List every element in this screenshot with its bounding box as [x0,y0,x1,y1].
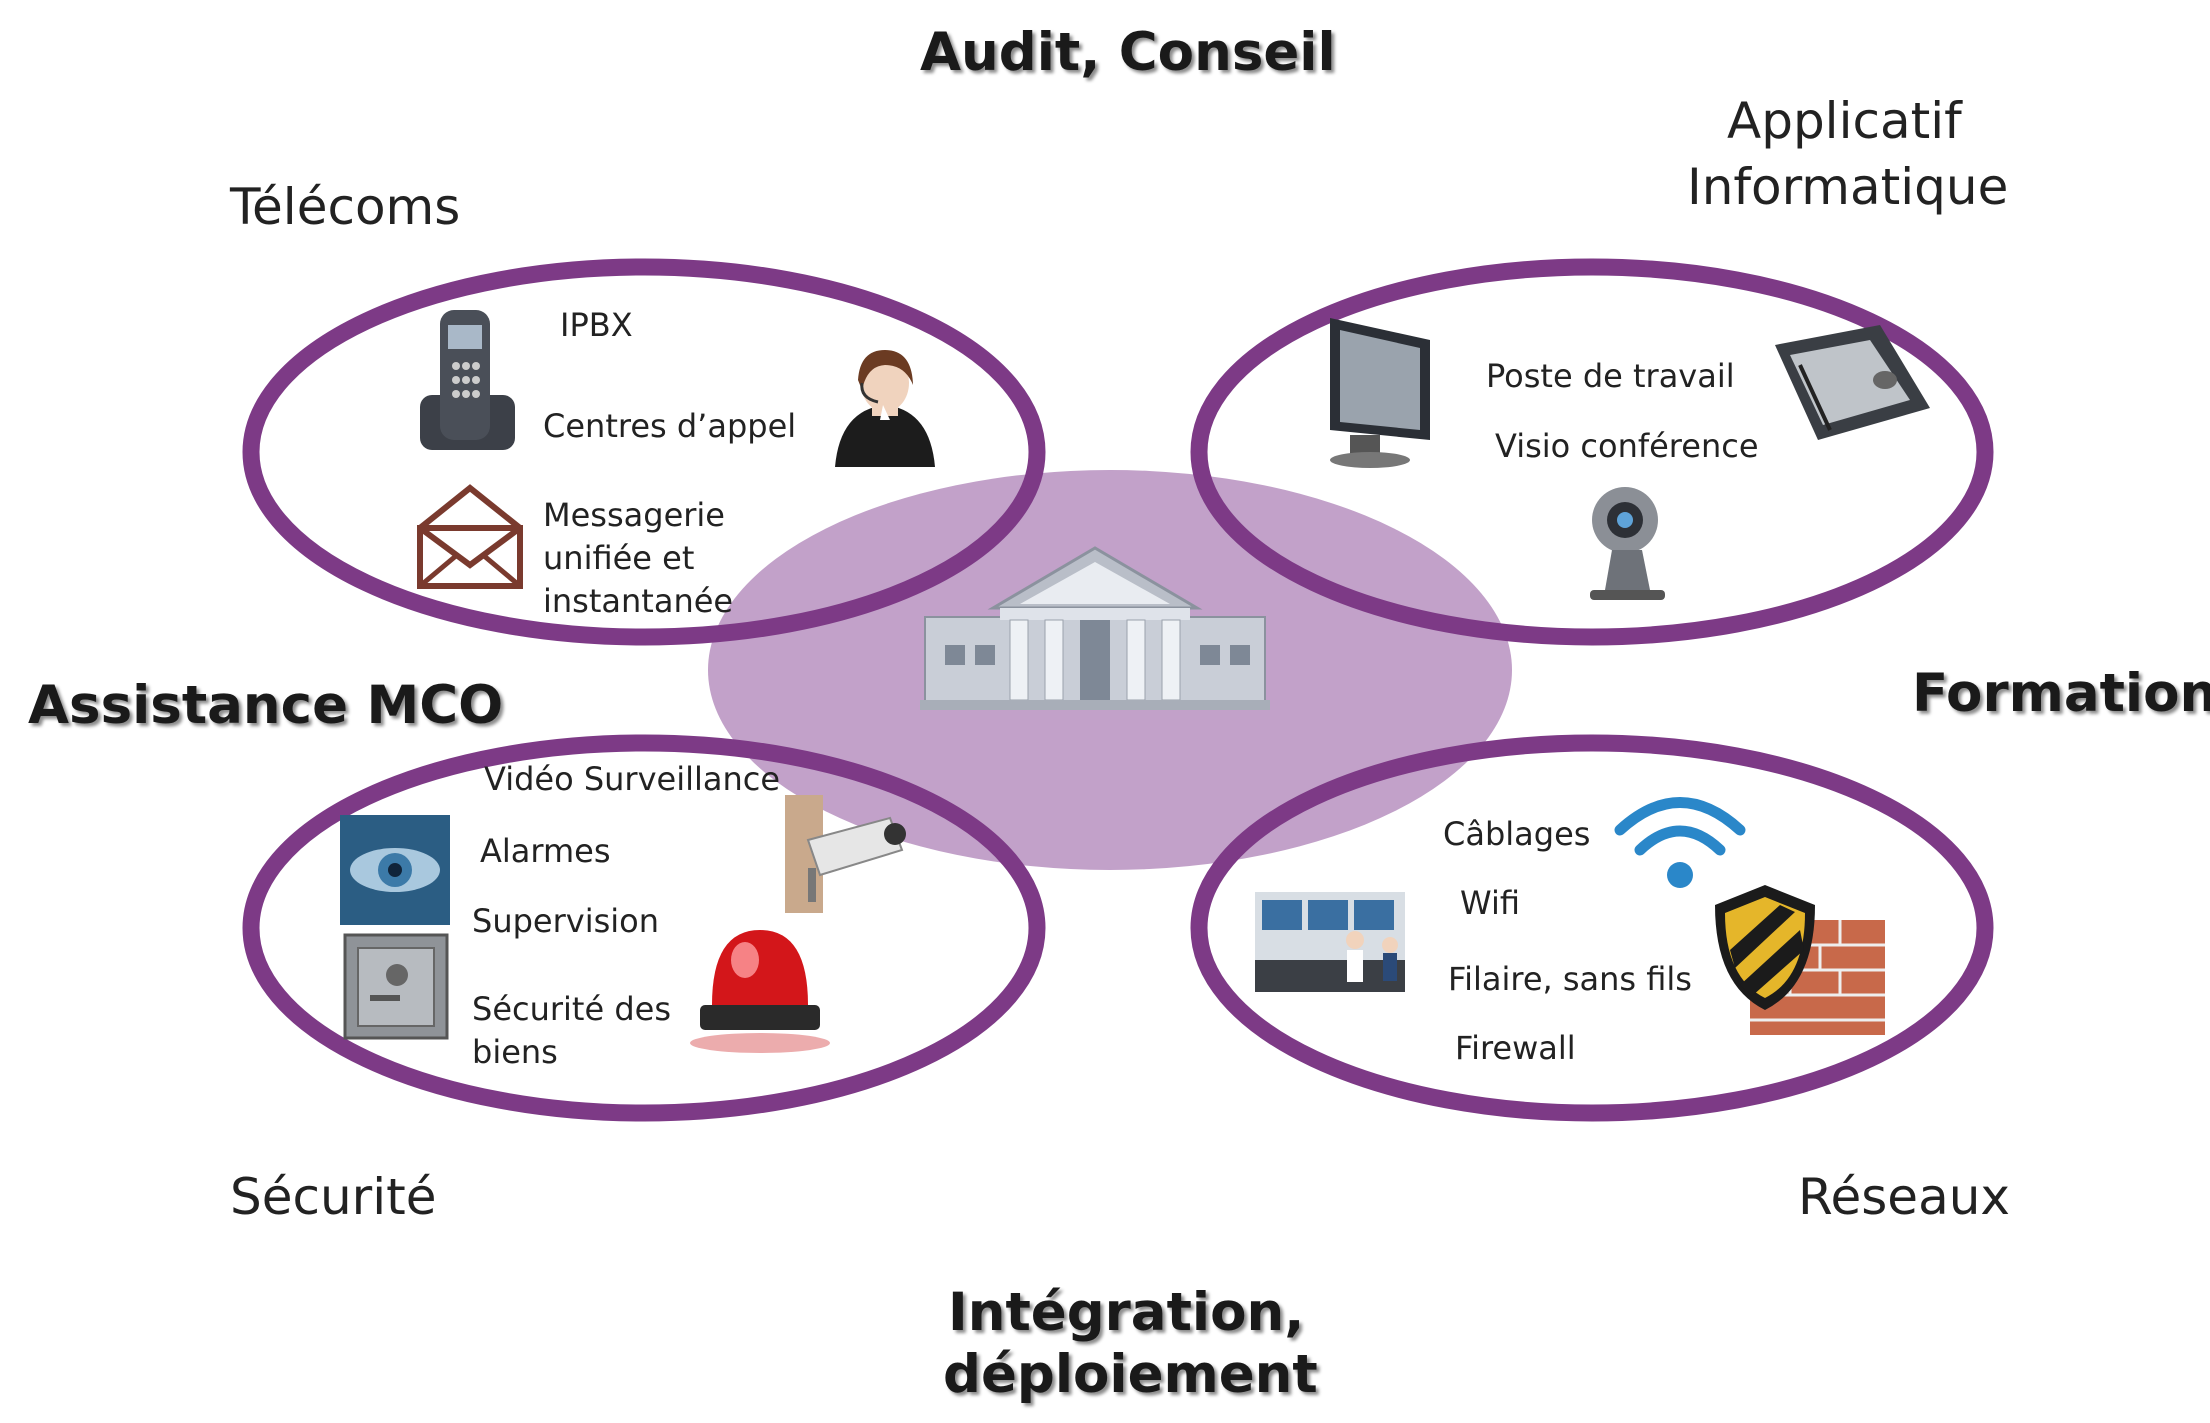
domain-title-securite: Sécurité [230,1168,437,1226]
reseaux-item-firewall: Firewall [1455,1029,1576,1067]
security-camera-icon [785,795,906,913]
heading-integration: Intégration, [948,1282,1305,1343]
eye-scan-icon [340,815,450,925]
reseaux-item-wifi: Wifi [1460,884,1520,922]
drawing-tablet-icon [1775,325,1930,440]
domain-title-informatique: Informatique [1687,158,2009,216]
telecoms-item-centres-appel: Centres d’appel [543,407,797,445]
domain-title-telecoms: Télécoms [230,178,461,236]
domain-title-applicatif: Applicatif [1727,92,1962,150]
telecoms-item-unifiee: unifiée et [543,539,695,577]
reseaux-item-filaire: Filaire, sans fils [1448,960,1692,998]
securite-item-alarmes: Alarmes [480,832,611,870]
securite-item-video: Vidéo Surveillance [484,760,781,798]
telecoms-item-ipbx: IPBX [560,306,633,344]
applicatif-ring [1190,258,1994,646]
securite-item-supervision: Supervision [472,902,659,940]
heading-audit-conseil: Audit, Conseil [920,22,1336,83]
telecoms-ring [242,258,1046,646]
heading-assistance-mco: Assistance MCO [28,675,504,736]
call-center-agent-icon [835,350,935,467]
reseaux-ring [1190,734,1994,1122]
control-room-icon [1255,892,1405,992]
building-icon [920,546,1270,710]
securite-item-securite-des: Sécurité des [472,990,671,1028]
applicatif-item-poste-travail: Poste de travail [1486,357,1735,395]
securite-ring [242,734,1046,1122]
alarm-siren-icon [690,930,830,1053]
mail-envelope-icon [417,484,523,589]
securite-item-biens: biens [472,1033,558,1071]
telecoms-item-messagerie: Messagerie [543,496,725,534]
heading-formation: Formation [1912,663,2210,724]
telecoms-item-instantanee: instantanée [543,582,734,620]
webcam-icon [1590,487,1665,600]
applicatif-item-visio: Visio conférence [1495,427,1759,465]
heading-deploiement: déploiement [943,1344,1318,1405]
phone-icon [420,310,515,450]
wifi-icon [1614,797,1746,888]
firewall-shield-icon [1715,885,1885,1035]
reseaux-item-cablages: Câblages [1443,815,1591,853]
domain-title-reseaux: Réseaux [1798,1168,2010,1226]
safe-icon [343,933,449,1040]
monitor-icon [1330,318,1430,468]
